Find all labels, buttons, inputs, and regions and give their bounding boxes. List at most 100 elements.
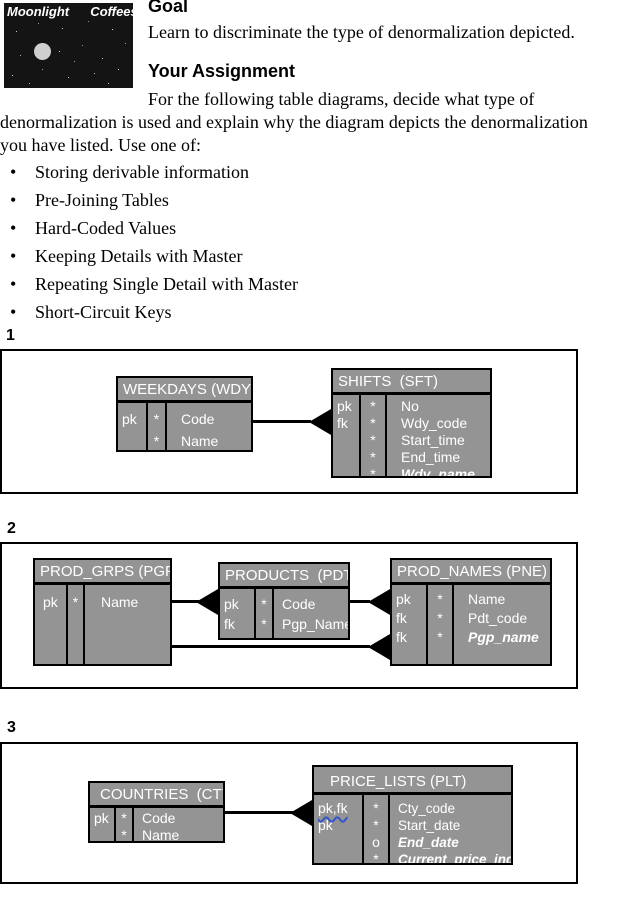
er-table-weekdays: WEEKDAYS (WDY) pk * * Code Name bbox=[116, 376, 253, 452]
relationship-arrow-icon bbox=[309, 409, 331, 435]
attribute-column: Name bbox=[85, 585, 170, 664]
bullet-item: • Hard-Coded Values bbox=[10, 218, 177, 238]
key-column: pk bbox=[118, 403, 148, 450]
key-cell: fk bbox=[396, 629, 407, 645]
assignment-line-2: denormalization is used and explain why … bbox=[0, 112, 588, 132]
opt-cell: * bbox=[373, 851, 379, 863]
key-column: pk fk fk bbox=[392, 585, 428, 664]
attr-cell: Name bbox=[468, 591, 506, 607]
bullet-item: • Repeating Single Detail with Master bbox=[10, 274, 298, 294]
moonlight-coffees-logo: Moonlight Coffees bbox=[4, 3, 133, 88]
opt-cell: * bbox=[72, 594, 79, 610]
attr-cell: Name bbox=[142, 827, 180, 841]
er-table-prod-names: PROD_NAMES (PNE) pk fk fk * * * Name Pdt… bbox=[390, 558, 552, 666]
attribute-column: Name Pdt_code Pgp_name bbox=[454, 585, 550, 664]
bullet-item: • Pre-Joining Tables bbox=[10, 190, 169, 210]
bullet-item: • Storing derivable information bbox=[10, 162, 249, 182]
opt-cell: * bbox=[153, 411, 160, 427]
optionality-column: * * bbox=[256, 589, 274, 638]
optionality-column: * * * * * bbox=[361, 395, 387, 476]
assignment-line-1: For the following table diagrams, decide… bbox=[148, 89, 535, 109]
bullet-icon: • bbox=[10, 218, 17, 238]
attribute-column: Code Name bbox=[167, 403, 251, 450]
goal-text: Learn to discriminate the type of denorm… bbox=[148, 22, 575, 42]
goal-heading: Goal bbox=[148, 0, 189, 16]
attribute-column: Code Pgp_Name bbox=[274, 589, 348, 638]
opt-cell: * bbox=[437, 629, 443, 645]
bullet-item: • Keeping Details with Master bbox=[10, 246, 243, 266]
optionality-column: * bbox=[68, 585, 85, 664]
optionality-column: * * * bbox=[428, 585, 454, 664]
relationship-line bbox=[224, 811, 293, 814]
bullet-icon: • bbox=[10, 246, 17, 266]
relationship-arrow-icon bbox=[290, 800, 312, 826]
er-table-title: COUNTRIES (CTY) bbox=[90, 783, 223, 808]
key-column: pk fk bbox=[333, 395, 361, 476]
opt-cell: * bbox=[370, 466, 376, 476]
attr-cell: Pgp_Name bbox=[282, 616, 348, 632]
relationship-arrow-icon bbox=[196, 589, 218, 615]
opt-cell: * bbox=[437, 610, 443, 626]
opt-cell: * bbox=[370, 449, 376, 465]
attribute-column: Code Name bbox=[134, 808, 223, 841]
bullet-icon: • bbox=[10, 302, 17, 322]
opt-cell: * bbox=[261, 616, 267, 632]
key-cell: pk,fk bbox=[318, 800, 348, 816]
opt-cell: * bbox=[370, 415, 376, 431]
optionality-column: * * bbox=[148, 403, 167, 450]
er-table-price-lists: PRICE_LISTS (PLT) pk,fk pk * * o * Cty_c… bbox=[312, 765, 513, 865]
stars-decoration-icon bbox=[4, 3, 5, 4]
opt-cell: * bbox=[373, 817, 379, 833]
attr-cell: Name bbox=[181, 433, 219, 449]
key-cell: pk bbox=[94, 810, 109, 826]
optionality-column: * * o * bbox=[364, 795, 390, 863]
opt-cell: o bbox=[372, 834, 380, 850]
attr-cell: Code bbox=[142, 810, 176, 826]
key-cell: pk bbox=[224, 596, 239, 612]
key-cell: fk bbox=[396, 610, 407, 626]
opt-cell: * bbox=[153, 433, 160, 449]
key-cell: pk bbox=[337, 398, 352, 414]
relationship-arrow-icon bbox=[368, 589, 390, 615]
attr-cell: Code bbox=[181, 411, 215, 427]
er-table-title: PRICE_LISTS (PLT) bbox=[314, 767, 511, 795]
attr-cell-derived: Wdy_name bbox=[401, 466, 475, 476]
key-cell: pk bbox=[122, 411, 137, 427]
opt-cell: * bbox=[261, 596, 267, 612]
opt-cell: * bbox=[437, 591, 443, 607]
key-cell: fk bbox=[224, 616, 235, 632]
attr-cell-derived: Current_price_ind bbox=[398, 852, 511, 863]
attr-cell: Start_date bbox=[398, 818, 461, 833]
key-cell: pk bbox=[318, 817, 333, 833]
attr-cell-derived: End_date bbox=[398, 835, 459, 850]
er-table-title: PROD_NAMES (PNE) bbox=[392, 560, 550, 585]
attr-cell: End_time bbox=[401, 449, 461, 465]
key-column: pk fk bbox=[220, 589, 256, 638]
er-table-products: PRODUCTS (PDT) pk fk * * Code Pgp_Name bbox=[218, 562, 350, 640]
key-column: pk bbox=[35, 585, 68, 664]
key-column: pk bbox=[90, 808, 116, 841]
opt-cell: * bbox=[370, 398, 376, 414]
er-table-prod-grps: PROD_GRPS (PGP) pk * Name bbox=[33, 558, 172, 666]
attr-cell-derived: Pgp_name bbox=[468, 629, 539, 645]
relationship-line bbox=[251, 420, 311, 423]
key-cell: pk bbox=[43, 594, 58, 610]
opt-cell: * bbox=[121, 827, 127, 841]
attribute-column: Cty_code Start_date End_date Current_pri… bbox=[390, 795, 511, 863]
opt-cell: * bbox=[121, 810, 127, 826]
bullet-icon: • bbox=[10, 190, 17, 210]
attr-cell: Start_time bbox=[401, 432, 465, 448]
er-table-shifts: SHIFTS (SFT) pk fk * * * * * No Wdy_code… bbox=[331, 368, 492, 478]
opt-cell: * bbox=[370, 432, 376, 448]
moon-icon bbox=[34, 43, 51, 60]
er-table-title: PRODUCTS (PDT) bbox=[220, 564, 348, 589]
attr-cell: No bbox=[401, 398, 419, 414]
bullet-icon: • bbox=[10, 274, 17, 294]
diagram-2-number: 2 bbox=[7, 520, 16, 537]
er-table-countries: COUNTRIES (CTY) pk * * Code Name bbox=[88, 781, 225, 843]
er-table-title: WEEKDAYS (WDY) bbox=[118, 378, 251, 403]
er-table-title: SHIFTS (SFT) bbox=[333, 370, 490, 395]
diagram-3-number: 3 bbox=[7, 719, 16, 736]
er-table-title: PROD_GRPS (PGP) bbox=[35, 560, 170, 585]
